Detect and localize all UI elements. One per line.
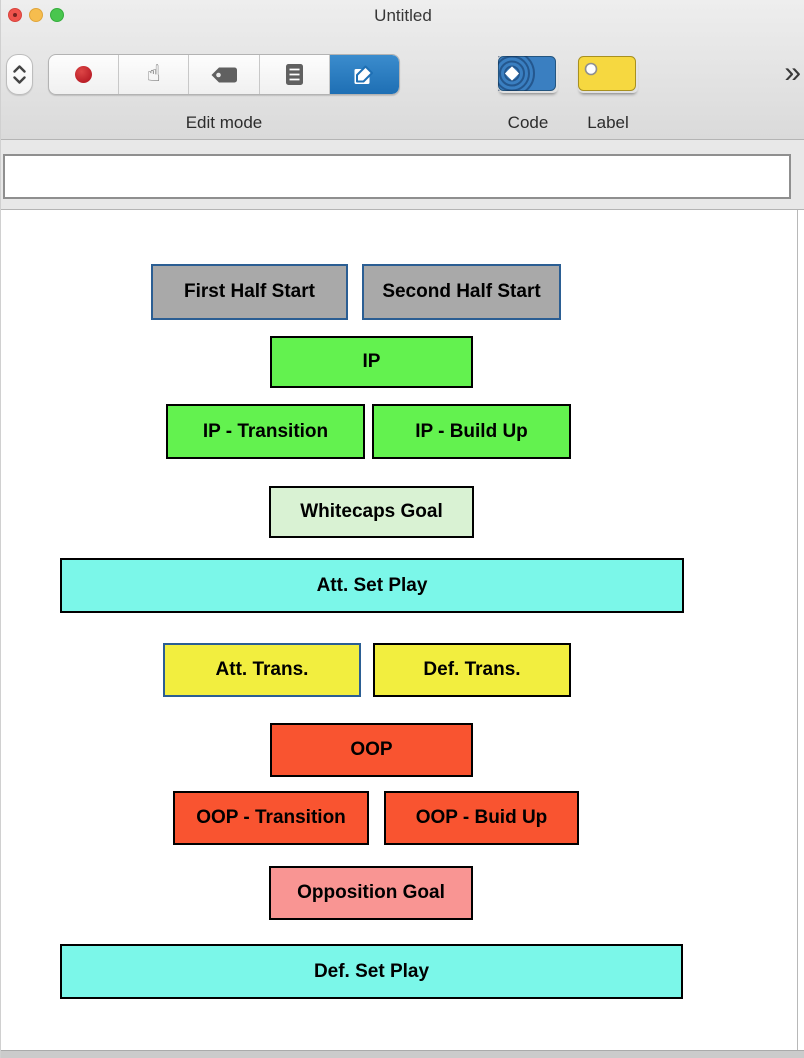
bottom-bar xyxy=(1,1050,804,1058)
tag-tool-button[interactable] xyxy=(189,55,260,94)
code-button-def-trans[interactable]: Def. Trans. xyxy=(373,643,571,697)
zoom-button[interactable] xyxy=(50,8,64,22)
code-button-att-set-play[interactable]: Att. Set Play xyxy=(60,558,684,613)
hand-icon: ☝ xyxy=(146,60,161,86)
code-button-ip[interactable]: IP xyxy=(270,336,473,388)
titlebar: Untitled xyxy=(1,0,804,32)
edit-mode-label: Edit mode xyxy=(185,113,263,132)
document-tool-button[interactable] xyxy=(260,55,330,94)
code-button-opposition-goal[interactable]: Opposition Goal xyxy=(269,866,473,920)
tag-icon xyxy=(211,67,237,82)
code-button-oop-buid-up[interactable]: OOP - Buid Up xyxy=(384,791,579,845)
record-mode-button[interactable] xyxy=(49,55,120,94)
overflow-icon: » xyxy=(784,56,801,89)
mode-segmented-control: ☝ xyxy=(48,54,400,95)
code-swatch-icon xyxy=(498,56,556,91)
code-button-oop[interactable]: OOP xyxy=(270,723,473,777)
code-window-text-field[interactable] xyxy=(3,154,791,199)
toolbar-overflow-button[interactable]: »» xyxy=(784,56,801,90)
document-icon xyxy=(285,64,303,85)
text-field-row xyxy=(1,140,804,210)
label-tool-label: Label xyxy=(587,113,629,132)
hand-tool-button[interactable]: ☝ xyxy=(119,55,190,94)
minimize-button[interactable] xyxy=(29,8,43,22)
chevron-down-icon xyxy=(13,76,26,84)
window-chrome: Untitled ☝ xyxy=(1,0,804,140)
code-button-oop-transition[interactable]: OOP - Transition xyxy=(173,791,369,845)
record-icon xyxy=(75,66,93,83)
traffic-lights xyxy=(8,8,64,22)
edit-icon xyxy=(354,65,374,84)
close-button[interactable] xyxy=(8,8,22,22)
stepper-control[interactable] xyxy=(6,54,33,95)
chevron-up-icon xyxy=(13,65,26,73)
code-button-att-trans[interactable]: Att. Trans. xyxy=(163,643,361,697)
label-swatch-icon xyxy=(578,56,636,91)
edit-mode-button[interactable] xyxy=(329,55,399,94)
label-tool-button[interactable] xyxy=(578,56,638,93)
code-button-second-half-start[interactable]: Second Half Start xyxy=(362,264,561,320)
code-button-ip-transition[interactable]: IP - Transition xyxy=(166,404,365,459)
code-button-whitecaps-goal[interactable]: Whitecaps Goal xyxy=(269,486,474,538)
code-button-def-set-play[interactable]: Def. Set Play xyxy=(60,944,683,999)
window-title: Untitled xyxy=(374,6,432,25)
code-tool-label: Code xyxy=(507,113,549,132)
unsaved-dot-icon xyxy=(13,13,17,17)
code-button-first-half-start[interactable]: First Half Start xyxy=(151,264,348,320)
code-tool-button[interactable] xyxy=(498,56,558,93)
code-button-ip-build-up[interactable]: IP - Build Up xyxy=(372,404,571,459)
